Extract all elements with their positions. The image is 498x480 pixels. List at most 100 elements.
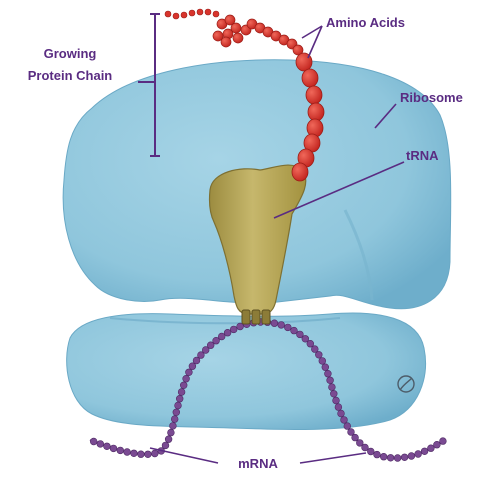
mrna-bead <box>311 345 319 353</box>
amino-acid-bead <box>180 11 188 19</box>
mrna-bead <box>161 441 170 450</box>
mrna-label: mRNA <box>238 456 278 471</box>
mrna-bead <box>96 440 105 448</box>
trna-pointer <box>273 161 405 219</box>
mrna-bead <box>223 329 232 337</box>
growing-protein-chain-label-line1: Growing <box>44 46 97 61</box>
trna-anticodon <box>241 309 271 325</box>
mrna-bead <box>337 409 345 418</box>
amino-acid-segment <box>301 68 319 88</box>
mrna-bead <box>123 448 131 456</box>
mrna-bead <box>207 341 215 349</box>
amino-acid-bead <box>230 22 242 34</box>
amino-acid-segment <box>305 85 323 105</box>
ribosome-crease <box>343 209 374 301</box>
mrna-bead <box>332 396 340 405</box>
mrna-bead <box>180 381 188 389</box>
ribosome-small-subunit <box>66 312 426 431</box>
mrna-bead <box>380 453 388 461</box>
mrna-bead <box>414 450 422 458</box>
mrna-bead <box>137 450 145 458</box>
mrna-bead <box>343 422 351 430</box>
amino-acid-bead <box>188 9 196 17</box>
mrna-bead <box>326 376 334 384</box>
mrna-bead <box>116 446 125 455</box>
mrna-bead <box>393 454 402 462</box>
amino-acid-segment <box>291 162 309 182</box>
mrna-bead <box>315 351 323 359</box>
mrna-bead <box>386 454 395 462</box>
mrna-bead <box>318 357 326 365</box>
mrna-beads <box>89 318 447 462</box>
mrna-bead <box>321 363 329 371</box>
mrna-bead <box>270 319 279 327</box>
mrna-bead <box>185 368 193 376</box>
mrna-bead <box>169 422 177 430</box>
mrna-bead <box>103 442 111 450</box>
mrna-bead <box>334 403 343 411</box>
mrna-bead <box>301 335 309 343</box>
mrna-pointer-right <box>299 452 367 464</box>
mrna-bead <box>89 437 98 446</box>
mrna-bead <box>356 439 364 447</box>
mrna-bead <box>230 325 238 334</box>
mrna-bead <box>188 362 197 370</box>
mrna-bead <box>427 444 435 452</box>
amino-acid-bead <box>232 32 244 44</box>
growing-chain-bracket <box>138 13 160 157</box>
mrna-bead <box>171 415 179 423</box>
ribosome-pointer <box>374 103 397 129</box>
mrna-pointer-left <box>149 447 219 464</box>
mrna-bead <box>340 416 348 424</box>
amino-acid-bead <box>224 14 236 26</box>
mrna-bead <box>351 433 359 442</box>
growing-protein-chain-label-line2: Protein Chain <box>28 68 113 83</box>
trna-molecule <box>208 164 307 315</box>
mrna-bead <box>109 444 118 453</box>
spiral-icon <box>397 375 415 393</box>
trna-label: tRNA <box>406 148 439 163</box>
mrna-bead <box>296 330 304 339</box>
mrna-bead <box>400 453 409 461</box>
mrna-bead <box>177 388 186 396</box>
amino-acids-pointer-2 <box>307 25 323 59</box>
mrna-bead <box>420 447 429 455</box>
mrna-bead <box>373 450 381 459</box>
amino-acids-label: Amino Acids <box>326 15 405 30</box>
amino-acid-bead <box>212 30 224 42</box>
mrna-bead <box>407 452 416 460</box>
amino-acid-bead <box>292 44 304 56</box>
mrna-bead <box>151 449 159 458</box>
amino-acid-bead <box>172 12 180 20</box>
mrna-bead <box>439 437 447 445</box>
ribosome-seam <box>109 317 341 325</box>
mrna-bead <box>202 346 210 354</box>
mrna-bead <box>328 383 336 391</box>
mrna-bead <box>176 395 184 403</box>
mrna-bead <box>290 326 298 335</box>
mrna-bead <box>236 322 244 331</box>
amino-acid-bead <box>204 8 212 16</box>
mrna-bead <box>174 401 182 410</box>
mrna-bead <box>192 356 201 365</box>
ribosome-label: Ribosome <box>400 90 463 105</box>
mrna-bead <box>164 435 173 443</box>
mrna-bead <box>367 447 375 456</box>
mrna-bead <box>144 450 152 458</box>
amino-acid-segment <box>307 102 325 122</box>
amino-acid-bead <box>196 8 204 16</box>
mrna-bead <box>361 443 369 452</box>
mrna-bead <box>130 449 138 457</box>
mrna-bead <box>306 340 314 348</box>
mrna-bead <box>324 370 332 378</box>
amino-acid-bead <box>164 10 172 18</box>
mrna-bead <box>167 428 175 437</box>
mrna-bead <box>182 375 190 383</box>
mrna-bead <box>330 390 338 398</box>
mrna-bead <box>212 337 220 345</box>
mrna-bead <box>277 321 285 329</box>
amino-acid-bead <box>212 10 220 18</box>
mrna-bead <box>172 408 181 416</box>
leader-lines <box>149 25 405 464</box>
